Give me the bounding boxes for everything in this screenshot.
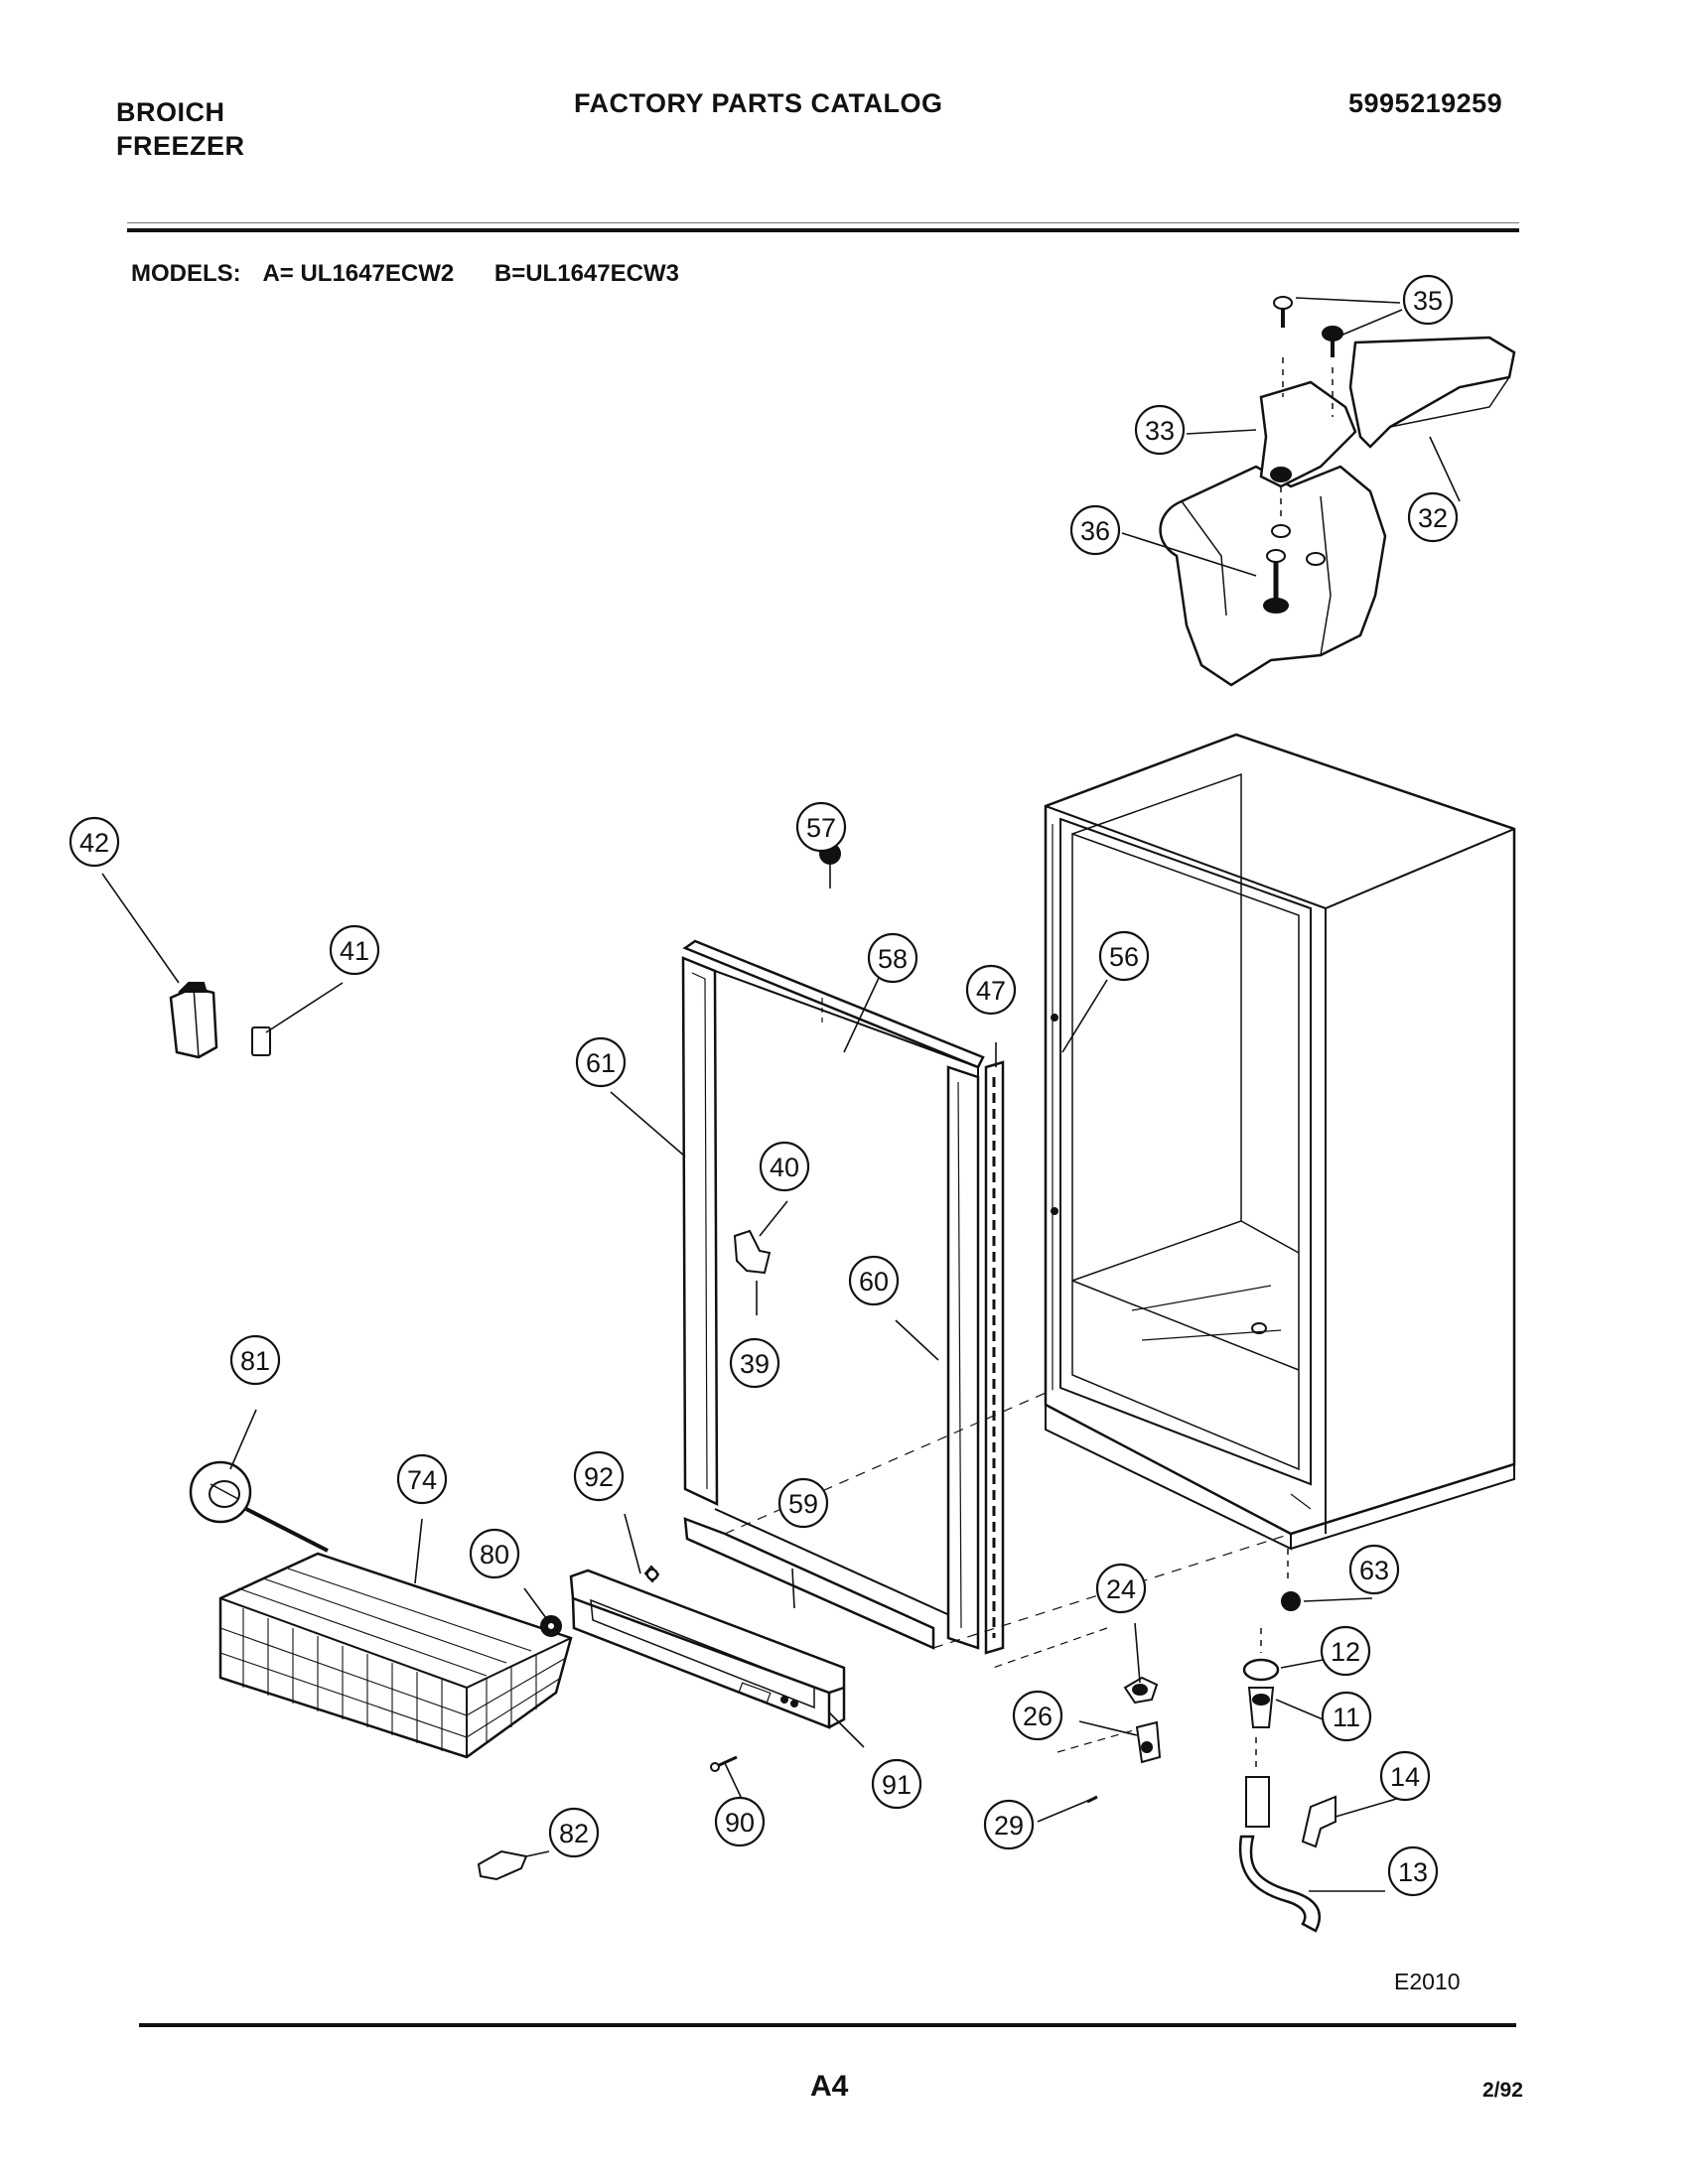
freezer-cabinet [1044, 733, 1516, 1551]
callout-label-74: 74 [407, 1465, 437, 1495]
callout-label-59: 59 [788, 1489, 818, 1519]
callout-circle-56 [1098, 930, 1150, 982]
brand-block: BROICH FREEZER [116, 95, 245, 163]
callout-circle-11 [1321, 1691, 1372, 1742]
brand-name: BROICH [116, 97, 225, 127]
callout-label-40: 40 [770, 1153, 799, 1182]
callout-circle-47 [965, 964, 1017, 1016]
callout-circle-12 [1320, 1625, 1371, 1677]
catalog-number: 5995219259 [1348, 88, 1503, 118]
callout-label-36: 36 [1080, 516, 1110, 546]
header-rule [127, 228, 1519, 232]
page-number: A4 [810, 2070, 849, 2103]
callout-circle-61 [575, 1036, 627, 1088]
callout-label-29: 29 [994, 1811, 1024, 1841]
callout-circle-58 [867, 932, 918, 984]
callout-label-26: 26 [1023, 1702, 1053, 1731]
drawing-code: E2010 [1394, 1969, 1461, 1994]
callout-label-14: 14 [1390, 1762, 1420, 1792]
callout-circle-80 [469, 1528, 520, 1579]
model-b: B=UL1647ECW3 [493, 260, 679, 287]
callout-label-35: 35 [1413, 286, 1443, 316]
footer-rule [139, 2023, 1516, 2027]
callout-label-11: 11 [1333, 1703, 1360, 1732]
callout-label-39: 39 [740, 1349, 770, 1379]
header-rule-thin [127, 222, 1519, 223]
product-type: FREEZER [116, 131, 245, 161]
thermostat-parts [169, 982, 271, 1059]
callout-circle-91 [871, 1758, 922, 1810]
callout-circle-26 [1012, 1690, 1063, 1741]
callout-label-81: 81 [240, 1346, 270, 1376]
callout-label-63: 63 [1359, 1556, 1389, 1585]
callout-circle-40 [759, 1141, 810, 1192]
callout-label-80: 80 [480, 1540, 509, 1570]
callout-circle-74 [396, 1453, 448, 1505]
callout-circle-13 [1387, 1845, 1439, 1897]
callout-circle-63 [1348, 1544, 1400, 1595]
callout-label-82: 82 [559, 1819, 589, 1848]
callout-label-13: 13 [1398, 1857, 1428, 1887]
kick-plate [569, 1569, 846, 1772]
callout-circle-90 [714, 1796, 766, 1847]
callout-circle-59 [777, 1477, 829, 1529]
callout-circle-57 [795, 801, 847, 853]
callout-label-24: 24 [1106, 1574, 1136, 1604]
drain-and-hardware [992, 1549, 1336, 1933]
models-label: MODELS: [131, 260, 241, 287]
freezer-basket [189, 1460, 573, 1881]
callout-label-56: 56 [1109, 942, 1139, 972]
callout-circle-39 [729, 1337, 780, 1389]
model-a: A= UL1647ECW2 [262, 260, 455, 287]
callout-label-32: 32 [1418, 503, 1448, 533]
callout-label-33: 33 [1145, 416, 1175, 446]
models-line: MODELS: A= UL1647ECW2 B=UL1647ECW3 [131, 260, 695, 288]
callout-circle-81 [229, 1334, 281, 1386]
revision-date: 2/92 [1482, 2079, 1523, 2102]
callout-label-42: 42 [79, 828, 109, 858]
callout-label-90: 90 [725, 1808, 755, 1838]
callout-circle-29 [983, 1799, 1035, 1850]
callout-circle-82 [548, 1807, 600, 1858]
callout-label-61: 61 [586, 1048, 616, 1078]
callout-circle-60 [848, 1255, 900, 1306]
callout-label-58: 58 [878, 944, 908, 974]
door-assembly [643, 843, 1292, 1655]
callout-circle-92 [573, 1450, 625, 1502]
top-hinge-assembly [1159, 296, 1516, 687]
callout-label-92: 92 [584, 1462, 614, 1492]
callout-label-41: 41 [340, 936, 369, 966]
callout-label-47: 47 [976, 976, 1006, 1006]
callout-circle-24 [1095, 1563, 1147, 1614]
callout-label-60: 60 [859, 1267, 889, 1297]
callout-circle-35 [1402, 274, 1454, 326]
callout-circle-33 [1134, 404, 1186, 456]
callout-circle-42 [69, 816, 120, 868]
callout-circle-32 [1407, 491, 1459, 543]
catalog-title: FACTORY PARTS CATALOG [574, 88, 943, 118]
callout-bubbles: 35 33 32 36 42 41 57 58 47 56 61 40 39 60 81 74 92 59 80 24… [69, 274, 1459, 1897]
callout-circle-36 [1069, 504, 1121, 556]
callout-circle-14 [1379, 1750, 1431, 1802]
callout-circle-41 [329, 924, 380, 976]
callout-label-91: 91 [882, 1770, 912, 1800]
callout-label-12: 12 [1331, 1637, 1360, 1667]
callout-label-57: 57 [806, 813, 836, 843]
